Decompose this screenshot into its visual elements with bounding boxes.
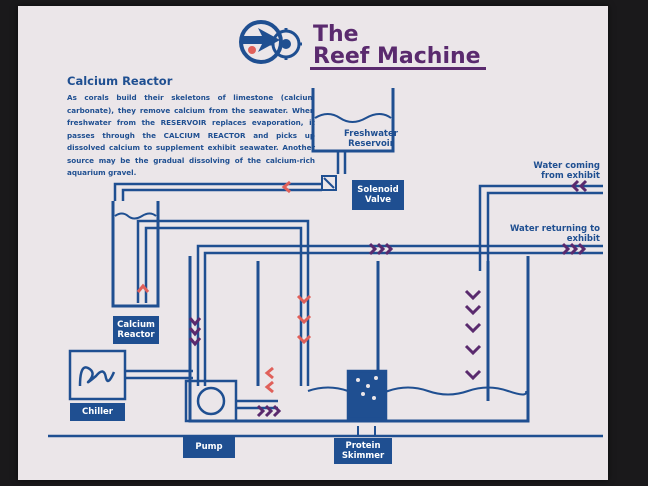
flow-arrows-red (136, 180, 312, 394)
reactor-outflow-pipe (136, 219, 310, 386)
water-coming-label: Water coming from exhibit (533, 161, 600, 181)
overflow-pipe (478, 184, 603, 271)
chiller-unit (68, 349, 193, 401)
plumbing-diagram (48, 20, 603, 438)
pump-label: Pump (183, 436, 235, 458)
reactor-supply-pipe (113, 182, 322, 201)
pump-unit (184, 379, 278, 423)
reactor-label: Calcium Reactor (113, 316, 159, 344)
title-line-2: Reef Machine (313, 44, 481, 69)
recycle-arrows-icon (239, 20, 283, 64)
flow-arrows-purple (188, 179, 588, 418)
reef-machine-sign: The Reef Machine Calcium Reactor As cora… (18, 6, 608, 480)
solenoid-valve-symbol (321, 175, 337, 191)
calcium-reactor-column (111, 201, 160, 308)
water-returning-label: Water returning to exhibit (509, 224, 600, 244)
reservoir-label: Freshwater Reservoir (344, 129, 398, 149)
chiller-label: Chiller (70, 403, 125, 421)
gear-icon (270, 28, 302, 60)
solenoid-label: Solenoid Valve (352, 180, 404, 210)
protein-skimmer-unit (346, 369, 388, 421)
section-body: As corals build their skeletons of limes… (67, 93, 315, 177)
section-heading: Calcium Reactor (67, 74, 173, 88)
title-underline (310, 67, 486, 70)
skimmer-label: Protein Skimmer (334, 438, 392, 464)
reservoir-tank (311, 88, 395, 174)
skimmer-stand (357, 426, 376, 436)
title-line-1: The (313, 22, 359, 47)
